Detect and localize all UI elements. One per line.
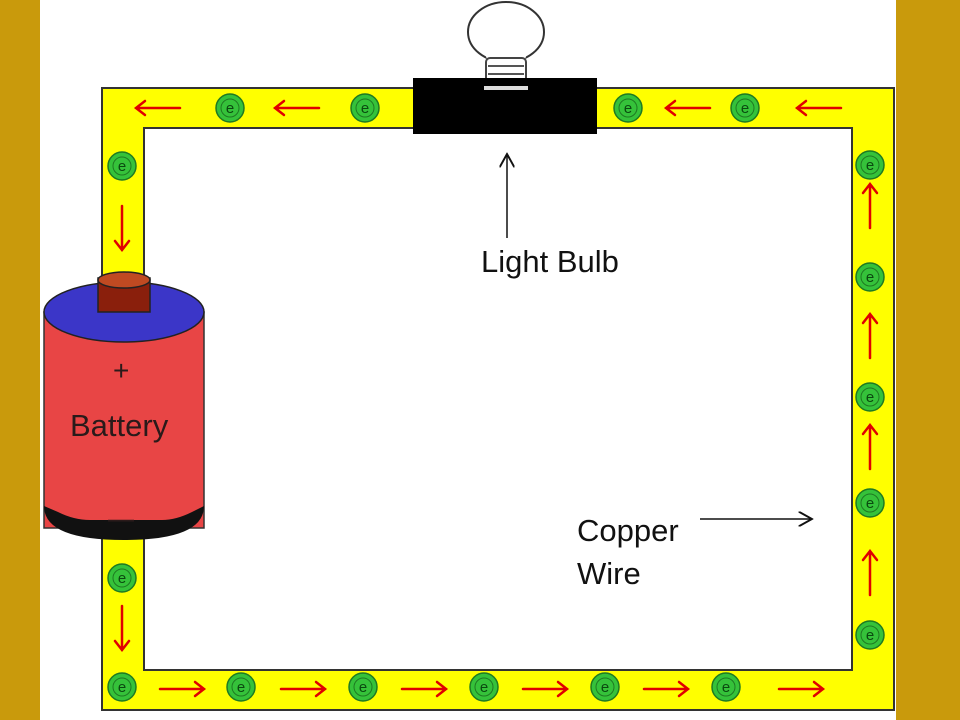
electron-icon: e — [855, 620, 885, 650]
electron-icon: e — [107, 563, 137, 593]
copper-wire-loop — [101, 87, 895, 711]
flow-arrow-right-icon — [777, 680, 826, 698]
electron-symbol: e — [226, 100, 234, 117]
flow-arrow-right-icon — [158, 680, 207, 698]
battery-plus-sign: + — [113, 355, 129, 386]
flow-arrow-left-icon — [663, 99, 712, 117]
electron-icon: e — [730, 93, 760, 123]
battery-label: Battery — [70, 408, 169, 443]
electron-symbol: e — [480, 679, 488, 696]
electron-icon: e — [469, 672, 499, 702]
flow-arrow-down-icon — [113, 204, 131, 253]
copper-wire-label-line2: Wire — [577, 556, 641, 591]
electron-icon: e — [855, 262, 885, 292]
electron-symbol: e — [361, 100, 369, 117]
electron-symbol: e — [866, 157, 874, 174]
light-bulb-icon — [467, 1, 545, 91]
electron-symbol: e — [722, 679, 730, 696]
flow-arrow-left-icon — [272, 99, 321, 117]
flow-arrow-right-icon — [279, 680, 328, 698]
electron-icon: e — [107, 672, 137, 702]
electron-icon: e — [855, 488, 885, 518]
electron-icon: e — [107, 151, 137, 181]
electron-icon: e — [855, 382, 885, 412]
electron-symbol: e — [118, 570, 126, 587]
flow-arrow-left-icon — [133, 99, 182, 117]
flow-arrow-right-icon — [400, 680, 449, 698]
flow-arrow-right-icon — [521, 680, 570, 698]
electrons-layer: e e e e e e e e e e e e e e e e e — [107, 93, 885, 702]
copper-wire-label-line1: Copper — [577, 513, 679, 548]
flow-arrow-left-icon — [794, 99, 843, 117]
light-bulb-label: Light Bulb — [481, 244, 619, 279]
electron-symbol: e — [601, 679, 609, 696]
electron-icon: e — [348, 672, 378, 702]
electron-symbol: e — [624, 100, 632, 117]
electron-symbol: e — [741, 100, 749, 117]
flow-arrow-up-icon — [861, 311, 879, 360]
battery-icon — [43, 271, 205, 540]
electron-symbol: e — [866, 269, 874, 286]
electron-symbol: e — [118, 158, 126, 175]
electron-symbol: e — [118, 679, 126, 696]
electron-icon: e — [350, 93, 380, 123]
flow-arrow-up-icon — [861, 422, 879, 471]
electron-icon: e — [711, 672, 741, 702]
electron-symbol: e — [866, 389, 874, 406]
electron-icon: e — [226, 672, 256, 702]
flow-arrow-up-icon — [861, 548, 879, 597]
battery-minus-sign: — — [108, 503, 134, 533]
electron-symbol: e — [237, 679, 245, 696]
electron-symbol: e — [866, 627, 874, 644]
electron-icon: e — [855, 150, 885, 180]
electron-icon: e — [215, 93, 245, 123]
electron-symbol: e — [866, 495, 874, 512]
flow-arrow-right-icon — [642, 680, 691, 698]
bulb-socket — [484, 86, 528, 90]
flow-arrow-up-icon — [861, 181, 879, 230]
electron-icon: e — [590, 672, 620, 702]
flow-arrows-layer — [113, 99, 879, 698]
flow-arrow-down-icon — [113, 604, 131, 653]
electron-icon: e — [613, 93, 643, 123]
electron-symbol: e — [359, 679, 367, 696]
